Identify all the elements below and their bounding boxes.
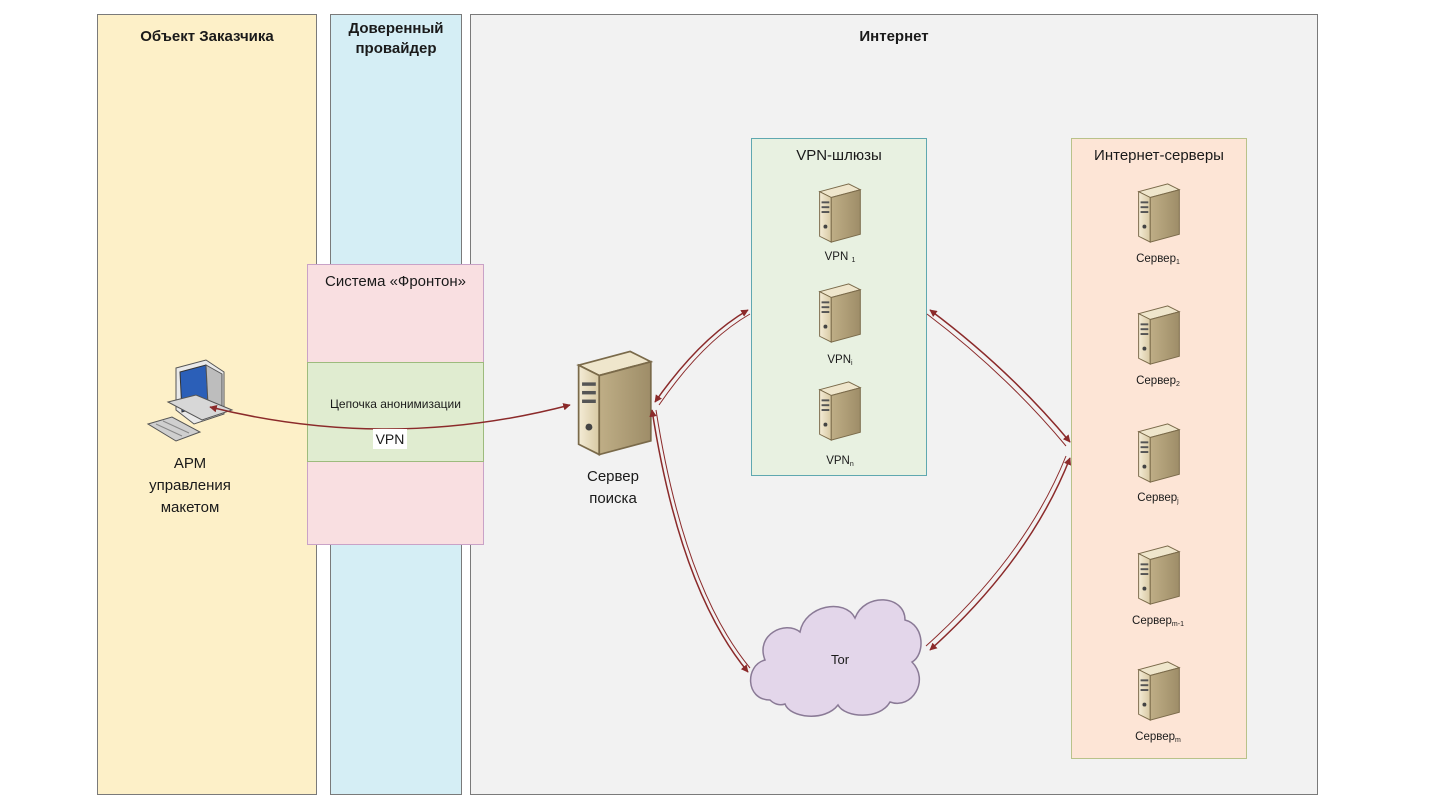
vpn-1-label: VPN 1 bbox=[824, 251, 856, 264]
server-m-1-label: Серверm-1 bbox=[1132, 615, 1184, 628]
arrow-search-tor bbox=[649, 409, 749, 673]
arrow-vpn-servers-inner bbox=[926, 313, 1067, 447]
vpn-i-label: VPNi bbox=[827, 354, 853, 367]
vpn-i-icon bbox=[819, 283, 861, 343]
server-j-label: Серверj bbox=[1137, 492, 1179, 505]
workstation-icon bbox=[146, 359, 234, 442]
vpn-n-label: VPNn bbox=[826, 455, 854, 468]
server-1-icon bbox=[1138, 183, 1180, 243]
lane-internet-title: Интернет bbox=[859, 28, 929, 45]
server-j-icon bbox=[1138, 423, 1180, 483]
server-1-label: Сервер1 bbox=[1136, 253, 1180, 266]
lane-provider-title: Доверенный провайдер bbox=[348, 20, 444, 57]
arrow-search-vpn-inner bbox=[658, 313, 751, 406]
search-server-label: Сервер поиска bbox=[586, 468, 639, 507]
server-2-label: Сервер2 bbox=[1136, 375, 1180, 388]
server-2-icon bbox=[1138, 305, 1180, 365]
arrow-tor-servers bbox=[929, 457, 1072, 651]
internet-servers-title: Интернет-серверы bbox=[1094, 147, 1224, 164]
fronton-title: Система «Фронтон» bbox=[325, 273, 466, 290]
server-m-icon bbox=[1138, 661, 1180, 721]
arrow-workstation-search bbox=[209, 403, 571, 430]
connection-arrows bbox=[209, 309, 1072, 673]
vpn-1-icon bbox=[819, 183, 861, 243]
vpn-n-icon bbox=[819, 381, 861, 441]
search-server-icon bbox=[577, 350, 652, 456]
tor-cloud-icon bbox=[749, 599, 922, 717]
server-m-1-icon bbox=[1138, 545, 1180, 605]
arrow-search-tor-inner bbox=[655, 409, 751, 669]
arrow-tor-servers-inner bbox=[925, 455, 1067, 647]
arrow-vpn-servers bbox=[929, 309, 1071, 443]
lane-customer-title: Объект Заказчика bbox=[140, 28, 274, 45]
vpn-arrow-label: VPN bbox=[373, 429, 407, 449]
workstation-label: АРМ управления макетом bbox=[149, 455, 231, 516]
tor-label: Tor bbox=[830, 652, 850, 667]
vpn-gateways-title: VPN-шлюзы bbox=[796, 147, 882, 164]
arrow-search-vpn bbox=[654, 309, 749, 403]
server-m-label: Серверm bbox=[1135, 731, 1181, 744]
